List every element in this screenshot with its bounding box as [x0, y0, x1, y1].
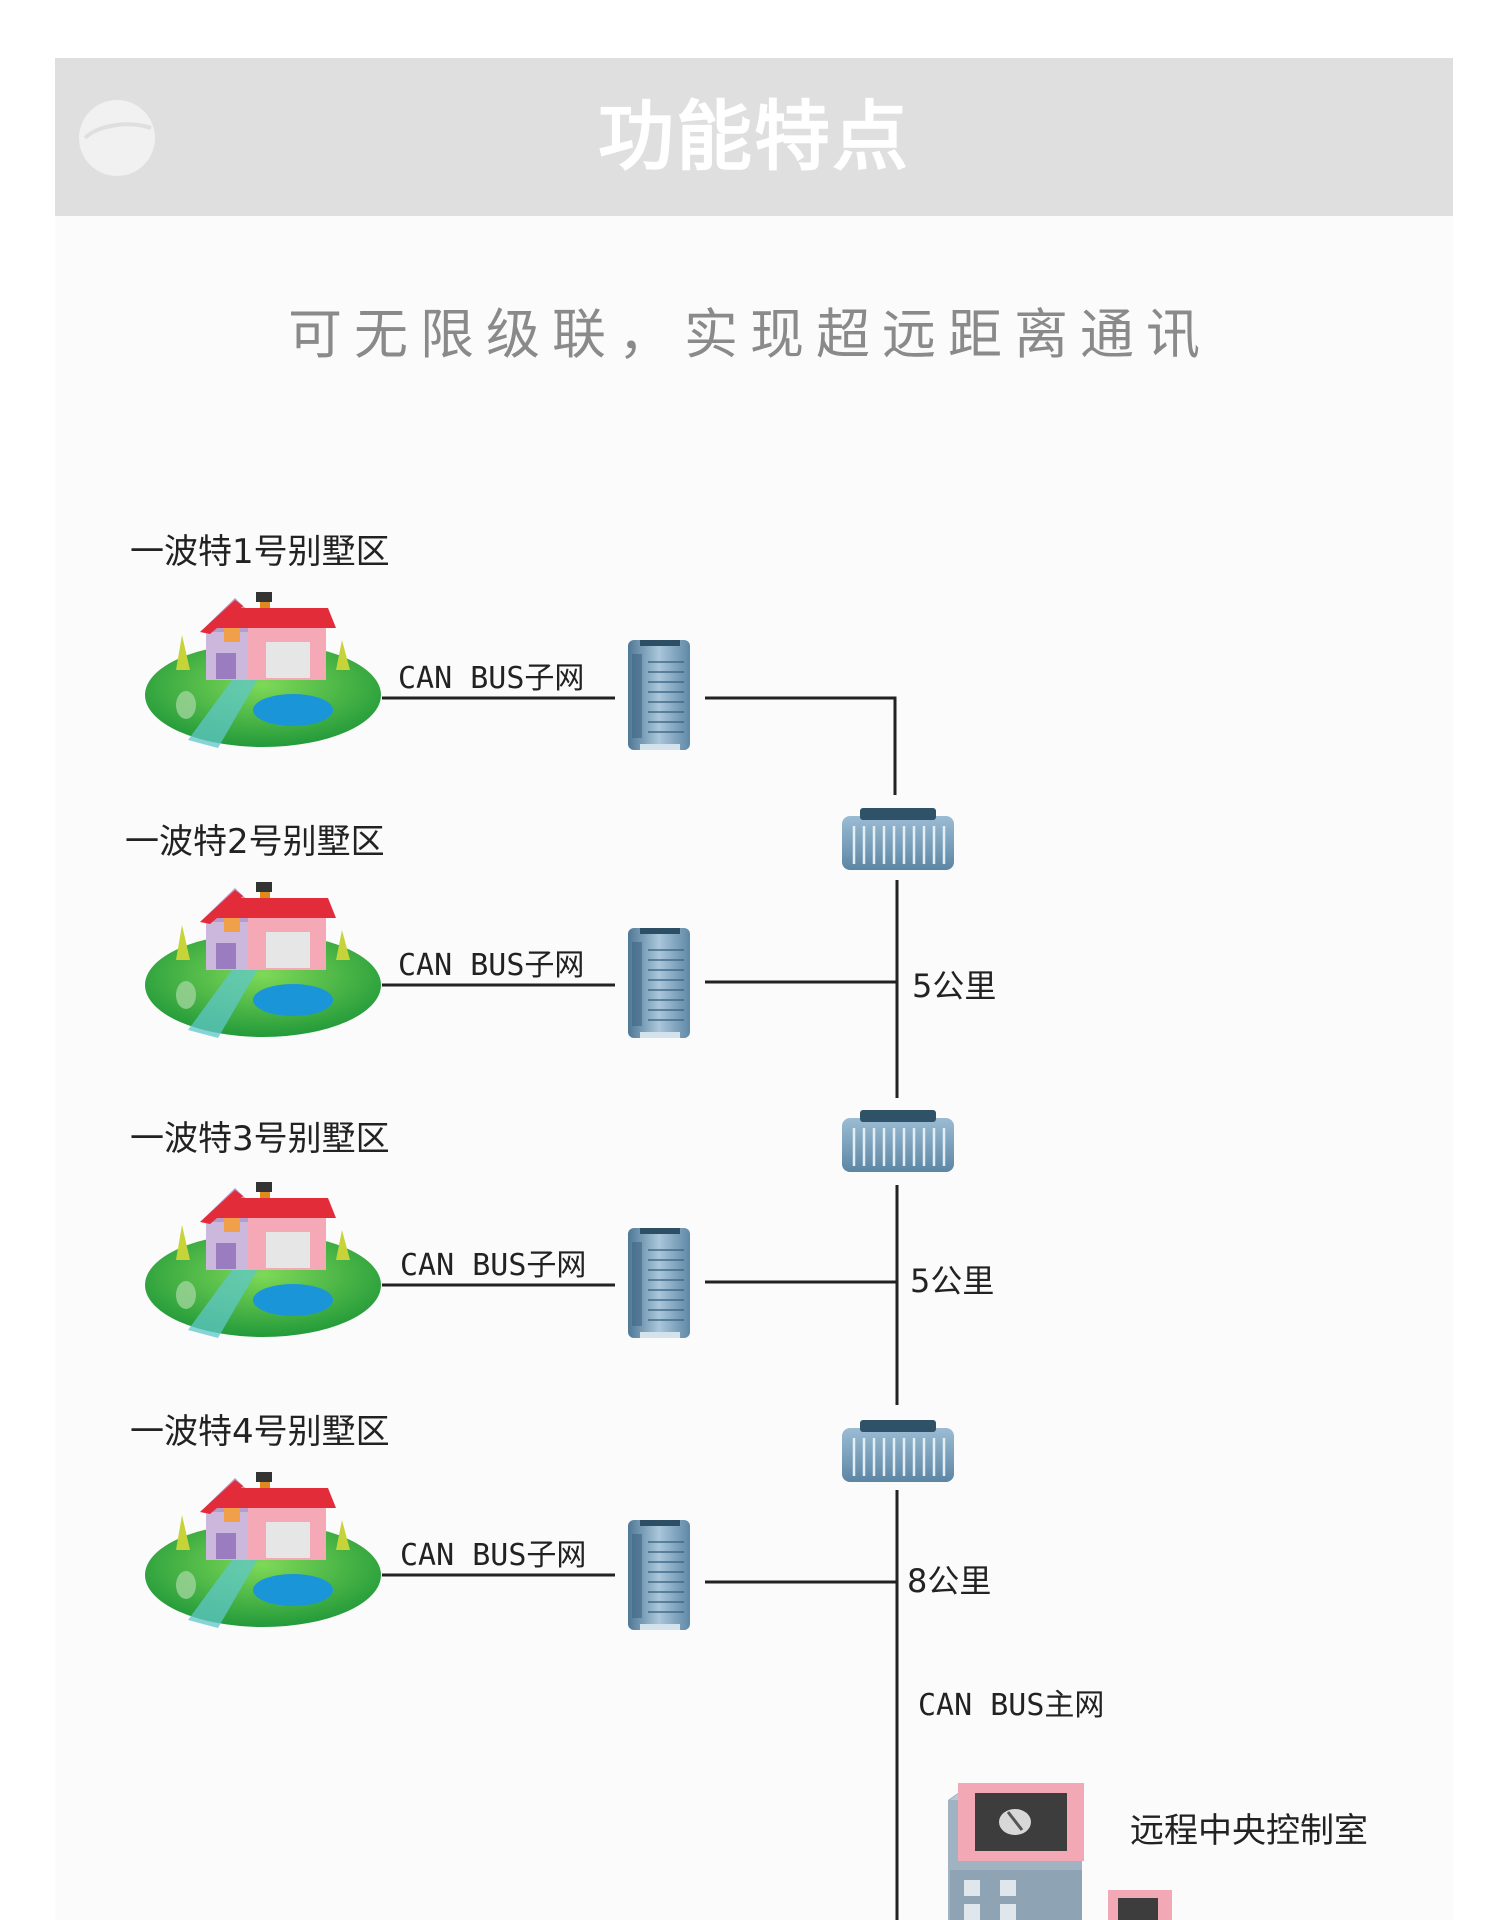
wires — [382, 696, 899, 1920]
repeater-icon — [840, 1108, 956, 1174]
logo-icon — [79, 100, 155, 176]
distance-label: 8公里 — [907, 1562, 991, 1600]
villa-icon — [145, 882, 381, 1038]
uplink-wire-1 — [705, 696, 897, 795]
distance-label: 5公里 — [912, 967, 996, 1005]
page-title: 功能特点 — [598, 92, 910, 181]
villa-icon — [145, 1472, 381, 1628]
villa-label: 一波特3号别墅区 — [130, 1119, 390, 1159]
repeater-icon — [840, 1418, 956, 1484]
converter-icon — [627, 1227, 691, 1339]
subnet-label: CAN BUS子网 — [400, 1248, 586, 1283]
subnet-label: CAN BUS子网 — [398, 948, 584, 983]
converter-icon — [627, 639, 691, 751]
control-room-label: 远程中央控制室 — [1130, 1811, 1368, 1851]
villa-label: 一波特2号别墅区 — [125, 822, 385, 862]
villa-icon — [145, 592, 381, 748]
villa-icon — [145, 1182, 381, 1338]
converter-icon — [627, 927, 691, 1039]
page-subtitle: 可无限级联，实现超远距离通讯 — [288, 303, 1212, 366]
converter-icon — [627, 1519, 691, 1631]
header-banner: 功能特点 — [55, 58, 1453, 216]
building-icon — [948, 1783, 1172, 1920]
villa-label: 一波特1号别墅区 — [130, 532, 390, 572]
subnet-label: CAN BUS子网 — [400, 1538, 586, 1573]
content-panel — [55, 216, 1453, 1920]
repeater-icon — [840, 806, 956, 872]
distance-label: 5公里 — [910, 1262, 994, 1300]
villa-label: 一波特4号别墅区 — [130, 1412, 390, 1452]
subnet-label: CAN BUS子网 — [398, 661, 584, 696]
main-bus-label: CAN BUS主网 — [918, 1688, 1104, 1723]
